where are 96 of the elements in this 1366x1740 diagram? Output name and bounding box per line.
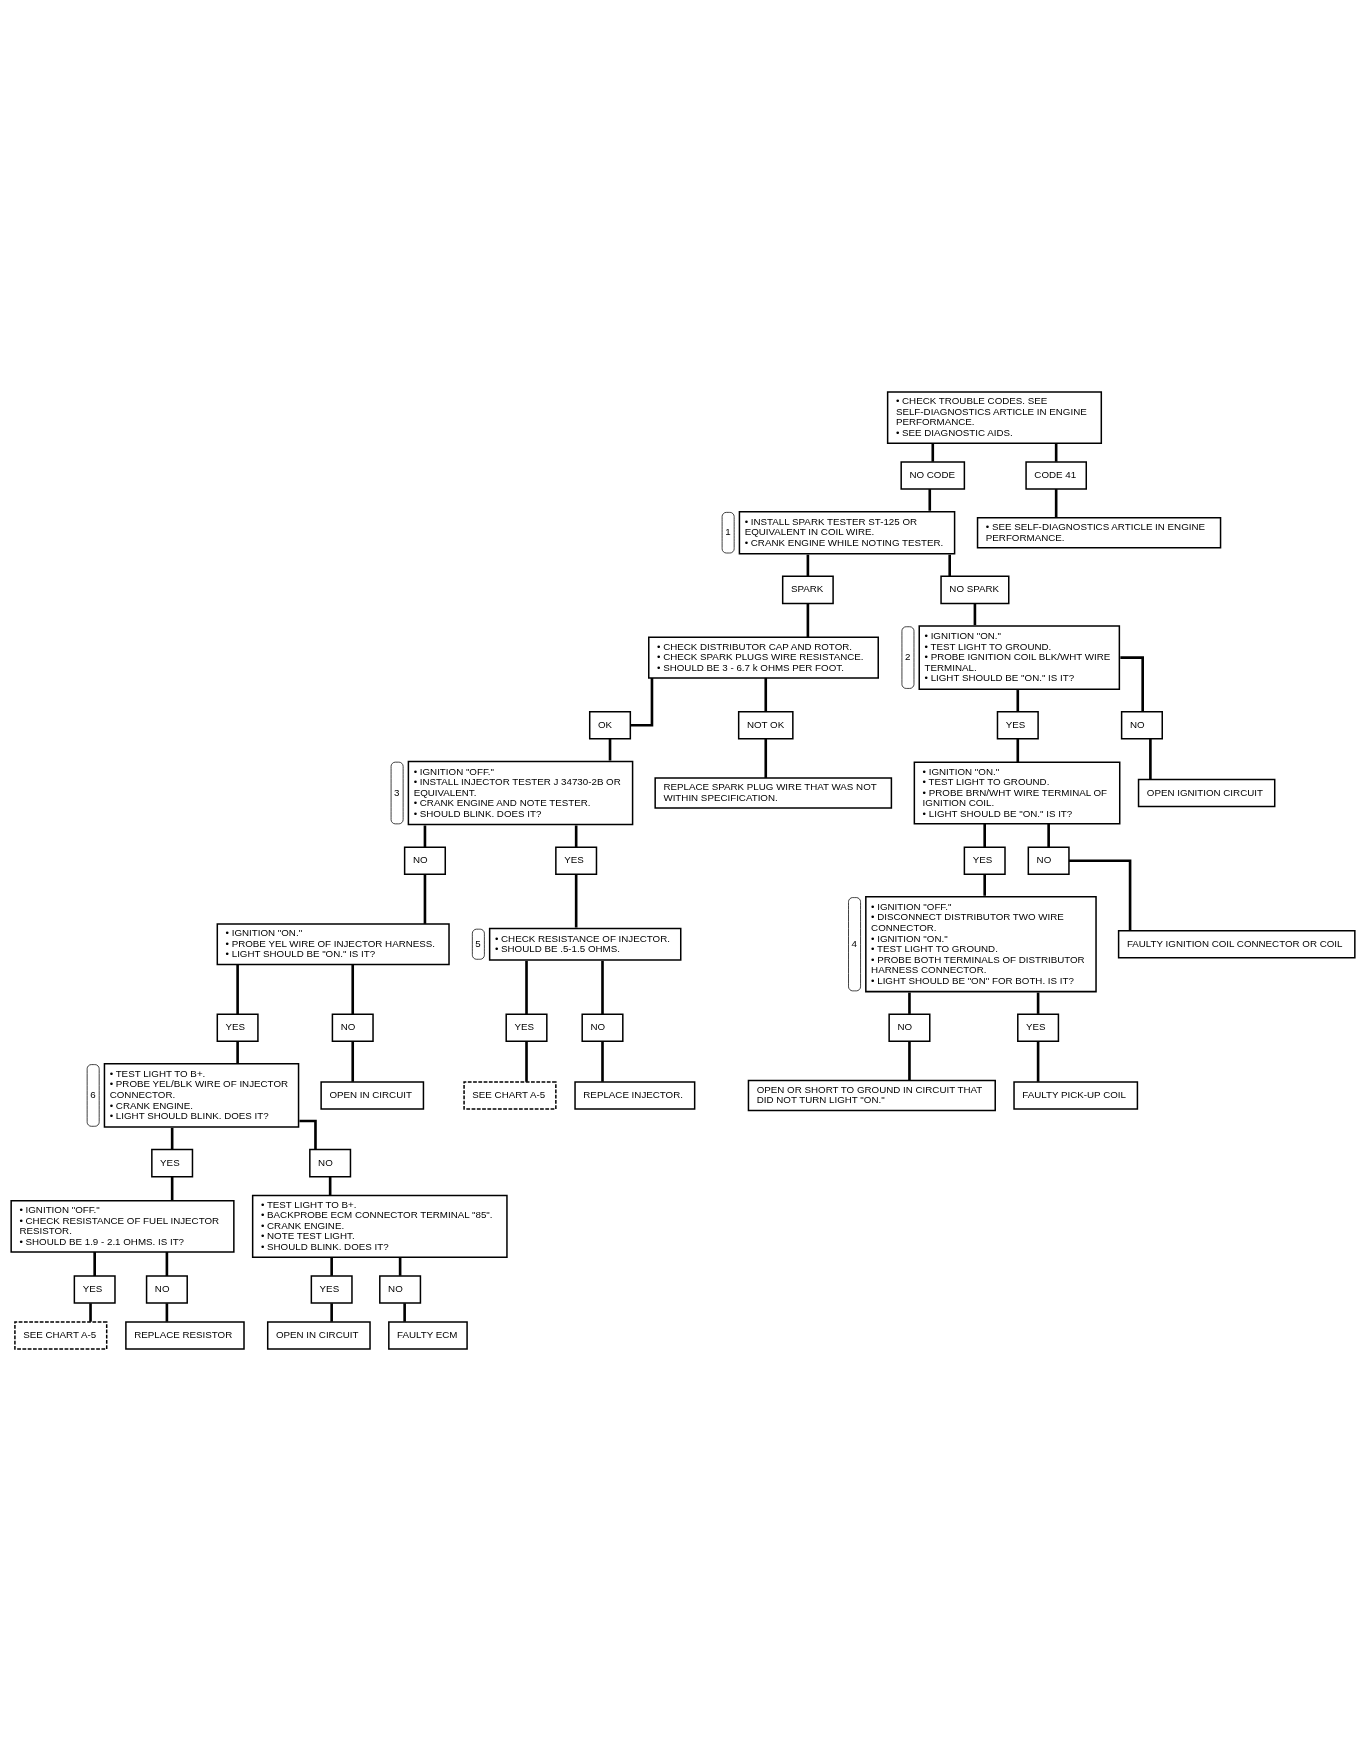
connector	[351, 1040, 355, 1082]
connector	[764, 738, 768, 778]
connector	[1054, 488, 1058, 518]
node-box: NO CODE	[900, 460, 966, 490]
connector	[236, 1040, 239, 1063]
node-box: • IGNITION "ON." • PROBE YEL WIRE OF INJECTOR HARNESS. • LIGHT SHOULD BE "ON." IS IT?	[216, 922, 450, 965]
connector	[398, 1256, 402, 1276]
node-box: REPLACE RESISTOR	[125, 1320, 245, 1350]
connector	[931, 443, 935, 462]
node-box: NO	[331, 1012, 374, 1042]
connector	[1047, 823, 1050, 847]
connector	[608, 738, 612, 761]
connector	[948, 554, 952, 576]
connector	[170, 1127, 174, 1149]
connector	[165, 1251, 169, 1276]
connector	[908, 1040, 911, 1080]
connector	[1036, 1040, 1040, 1082]
connector	[601, 1040, 604, 1082]
node-box: YES	[73, 1274, 116, 1304]
connector	[1054, 443, 1058, 462]
node-box: NO	[379, 1274, 422, 1304]
connector	[1069, 858, 1132, 930]
node-box: NO	[1120, 710, 1163, 740]
node-box: NO	[403, 845, 446, 875]
node-box: • IGNITION "ON." • TEST LIGHT TO GROUND. • PROBE BRN/WHT WIRE TERMINAL OF IGNITION COIL. • LIGHT SHOULD BE "ON." IS IT?	[913, 760, 1121, 825]
connector	[93, 1251, 96, 1276]
connector	[170, 1176, 174, 1201]
connector	[299, 1119, 317, 1150]
connector	[165, 1302, 169, 1322]
node-box: YES	[963, 845, 1006, 875]
node-box: NOT OK	[737, 710, 794, 740]
node-box: NO	[309, 1148, 352, 1177]
node-box: NO	[145, 1274, 188, 1304]
node-box: YES	[216, 1012, 259, 1042]
node-box: SEE CHART A-5	[14, 1320, 108, 1350]
connector	[806, 603, 810, 637]
node-box: REPLACE INJECTOR.	[574, 1080, 696, 1110]
node-label: 5	[475, 937, 481, 949]
node-label: 4	[851, 937, 857, 949]
node-box: YES	[1017, 1012, 1060, 1042]
node-label: 3	[394, 786, 400, 798]
connector	[236, 964, 239, 1014]
node-box: YES	[555, 845, 598, 875]
node-box: YES	[310, 1274, 353, 1304]
node-box: REPLACE SPARK PLUG WIRE THAT WAS NOT WITHIN SPECIFICATION.	[654, 776, 893, 809]
node-box: NO	[581, 1012, 624, 1042]
node-box: • CHECK TROUBLE CODES. SEE SELF-DIAGNOSTICS ARTICLE IN ENGINE PERFORMANCE. • SEE DIAGNOSTIC AIDS.	[886, 390, 1103, 444]
node-box: • TEST LIGHT TO B+. • BACKPROBE ECM CONNECTOR TERMINAL "85". • CRANK ENGINE. • NOTE TEST LIGHT. • SHOULD BLINK. DOES IT?	[251, 1194, 508, 1258]
connector	[328, 1176, 332, 1195]
node-box: • IGNITION "OFF." • CHECK RESISTANCE OF FUEL INJECTOR RESISTOR. • SHOULD BE 1.9 - 2.1 OHMS. IS IT?	[10, 1199, 235, 1253]
connector	[806, 554, 810, 576]
connector	[574, 874, 578, 928]
node-box: SEE CHART A-5	[463, 1080, 557, 1110]
node-label: 6	[90, 1088, 96, 1100]
connector	[403, 1302, 406, 1322]
connector	[1016, 738, 1020, 762]
connector	[908, 992, 911, 1014]
connector	[525, 1040, 528, 1082]
node-box: YES	[151, 1148, 194, 1177]
node-label: 2	[904, 650, 911, 662]
connector	[983, 823, 986, 847]
connector	[1036, 992, 1040, 1014]
node-box: YES	[505, 1012, 548, 1042]
connector	[928, 488, 932, 511]
node-box: OK	[588, 710, 632, 740]
node-box: NO	[888, 1012, 931, 1042]
node-box: • SEE SELF-DIAGNOSTICS ARTICLE IN ENGINE PERFORMANCE.	[976, 516, 1222, 548]
node-box: FAULTY IGNITION COIL CONNECTOR OR COIL	[1117, 929, 1356, 958]
connector	[630, 677, 654, 727]
connector	[1149, 738, 1152, 779]
connector	[423, 824, 427, 847]
node-box: FAULTY ECM	[388, 1320, 468, 1350]
node-box: OPEN OR SHORT TO GROUND IN CIRCUIT THAT DID NOT TURN LIGHT "ON."	[747, 1079, 996, 1111]
connector	[973, 603, 977, 625]
connector	[1016, 689, 1020, 712]
node-box: SPARK	[781, 575, 834, 604]
node-box: YES	[996, 710, 1039, 740]
node-box: CODE 41	[1025, 460, 1087, 490]
node-box: OPEN IGNITION CIRCUIT	[1137, 778, 1276, 807]
connector	[764, 677, 768, 712]
connector	[574, 824, 578, 847]
node-label: 1	[725, 525, 731, 537]
node-box: • CHECK DISTRIBUTOR CAP AND ROTOR. • CHECK SPARK PLUGS WIRE RESISTANCE. • SHOULD BE 3 - 6.7 k OHMS PER FOOT.	[648, 636, 879, 679]
node-box: FAULTY PICK-UP COIL	[1013, 1080, 1139, 1110]
node-box: OPEN IN CIRCUIT	[266, 1320, 371, 1350]
connector	[330, 1302, 333, 1322]
node-box: OPEN IN CIRCUIT	[320, 1080, 425, 1110]
connector	[601, 960, 604, 1014]
node-box: NO	[1027, 845, 1070, 875]
connector	[351, 964, 355, 1014]
connector	[525, 960, 528, 1014]
connector	[423, 874, 427, 924]
connector	[330, 1256, 333, 1276]
node-box: NO SPARK	[940, 575, 1010, 604]
connector	[983, 874, 986, 896]
connector	[89, 1302, 92, 1322]
